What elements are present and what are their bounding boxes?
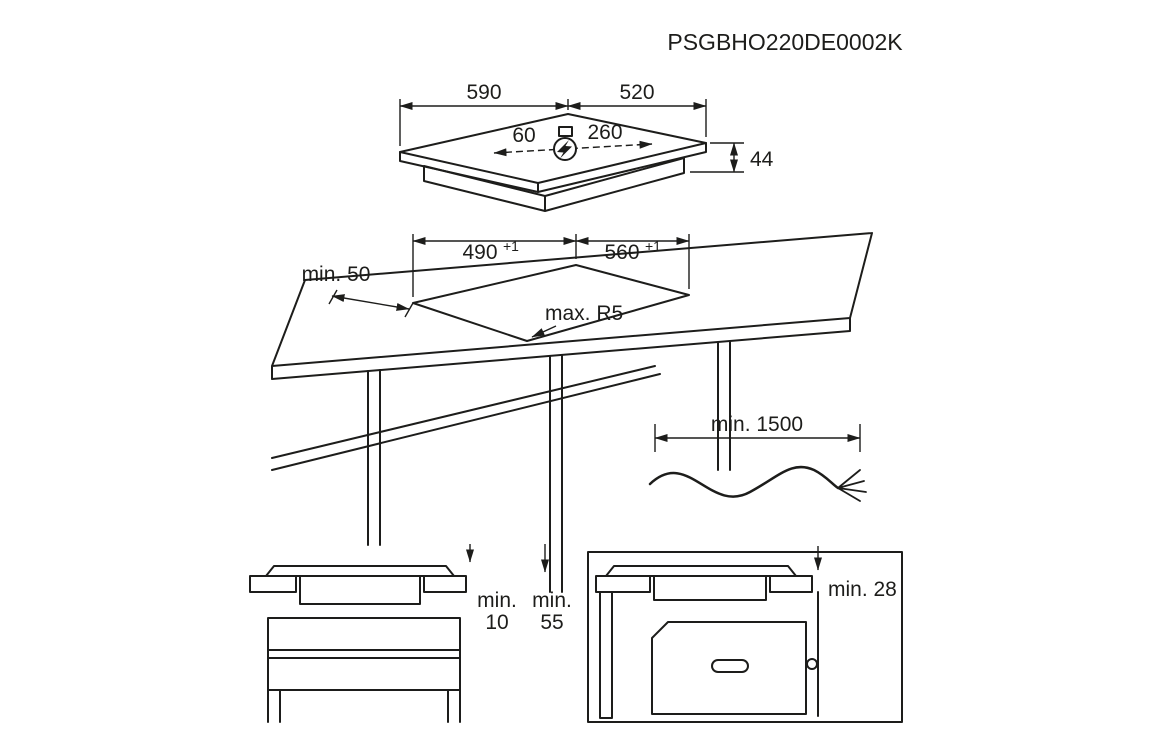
cutout-depth-label: 490 [462, 241, 497, 264]
worktop-clearance-label: min. [532, 589, 572, 612]
hob-clearance-value: 10 [485, 611, 508, 634]
corner-radius-label: max. R5 [545, 302, 623, 325]
worktop-legs [367, 340, 731, 593]
cutout-width-label: 560 [604, 241, 639, 264]
hob-height-label: 44 [750, 148, 774, 171]
power-cable-view: min. 1500 [648, 413, 867, 502]
oven-handle [711, 659, 749, 673]
connection-offset-left-label: 60 [512, 124, 535, 147]
worktop-clearance-value: 55 [540, 611, 563, 634]
oven-hinge-knob [806, 658, 818, 670]
hob-body-box [423, 157, 685, 212]
lightning-bolt-icon [557, 140, 572, 159]
cable-wire-ends [837, 469, 867, 502]
worktop-cutout-view: 490 +1 560 +1 min. 50 max. R5 [271, 232, 873, 593]
cable-length-label: min. 1500 [711, 413, 803, 436]
section-cabinet [267, 617, 461, 723]
section-hob-glass [265, 565, 455, 577]
oven-section-worktop [595, 575, 813, 601]
model-number: PSGBHO220DE0002K [667, 29, 903, 55]
cable-curve [648, 465, 840, 498]
cabinet-section-view: min. 10 min. 55 [249, 544, 572, 723]
cutout-depth-tolerance: +1 [503, 238, 519, 254]
oven-section-hob-glass [605, 565, 797, 577]
corner-radius-leader [531, 325, 557, 338]
connection-offset-right-label: 260 [587, 121, 622, 144]
edge-clearance-ticks [328, 289, 414, 318]
oven-section-frame [587, 551, 903, 723]
hob-isometric-view: 590 520 44 60 260 [399, 81, 774, 212]
worktop-rail [271, 365, 661, 471]
cutout-opening [412, 264, 690, 342]
hob-glass-top [399, 113, 707, 184]
oven-body [651, 621, 807, 715]
edge-clearance-label: min. 50 [302, 263, 371, 286]
edge-clearance-dimension-line [331, 294, 410, 311]
oven-section-left-wall [599, 591, 613, 719]
hob-depth-label: 520 [619, 81, 654, 104]
oven-clearance-label: min. 28 [828, 578, 897, 601]
cutout-width-tolerance: +1 [645, 238, 661, 254]
oven-section-view: min. 28 [587, 546, 903, 723]
hob-clearance-label: min. [477, 589, 517, 612]
section-worktop [249, 575, 467, 605]
junction-box-symbol [558, 126, 573, 137]
hob-width-label: 590 [466, 81, 501, 104]
